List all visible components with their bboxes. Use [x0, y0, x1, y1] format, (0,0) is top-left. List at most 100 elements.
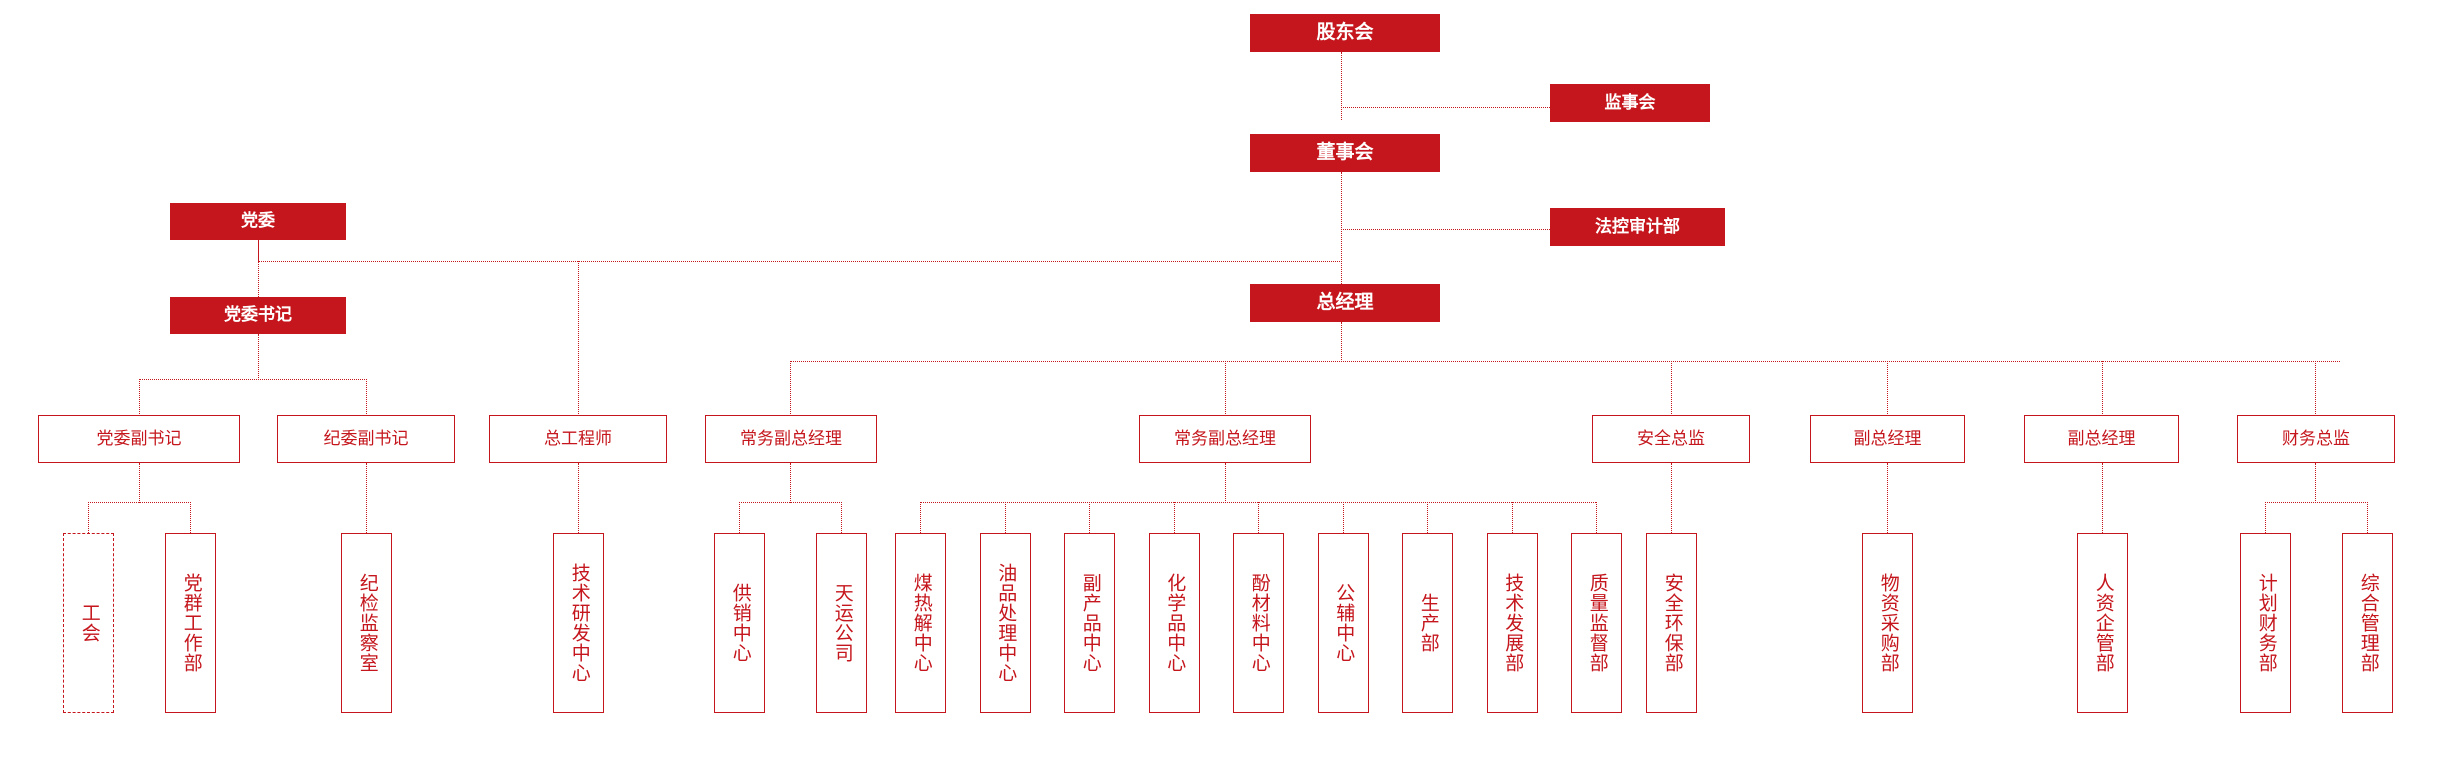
- connector-finance-director-bus: [2265, 502, 2368, 503]
- connector-chief-engineer-to-tech-rnd: [578, 463, 579, 533]
- node-label: 煤热解中心: [910, 573, 932, 673]
- node-label: 总工程师: [544, 428, 612, 448]
- connector-bus-to-byproduct-center: [1089, 502, 1090, 533]
- node-label: 常务副总经理: [740, 428, 842, 448]
- node-oil-processing-center[interactable]: 油品处理中心: [979, 533, 1031, 713]
- connector-bus-to-coal-pyrolysis-center: [920, 502, 921, 533]
- node-label: 纪检监察室: [356, 573, 378, 673]
- node-label: 工会: [78, 603, 100, 643]
- node-label: 物资采购部: [1877, 573, 1899, 673]
- node-supervisory-board[interactable]: 监事会: [1550, 84, 1710, 122]
- connector-gm-to-executive-bus: [1341, 322, 1342, 362]
- node-discipline-deputy-secretary[interactable]: 纪委副书记: [277, 415, 455, 463]
- node-label: 监事会: [1604, 92, 1656, 112]
- connector-bus-to-chemicals-center: [1173, 502, 1175, 533]
- connector-bus-to-party-deputy-secretary: [139, 379, 140, 416]
- node-safety-director[interactable]: 安全总监: [1592, 415, 1750, 463]
- connector-bus-to-discipline-deputy-secretary: [366, 379, 367, 416]
- node-deputy-gm-2[interactable]: 副总经理: [2024, 415, 2179, 463]
- node-label: 常务副总经理: [1174, 428, 1276, 448]
- node-label: 技术发展部: [1502, 573, 1524, 673]
- node-party-deputy-secretary[interactable]: 党委副书记: [38, 415, 240, 463]
- connector-deputy-gm-1-to-dept: [1887, 463, 1888, 533]
- node-label: 党委副书记: [96, 428, 182, 448]
- node-chemicals-center[interactable]: 化学品中心: [1148, 533, 1200, 713]
- connector-exec-deputy-gm-1-drop: [790, 463, 791, 503]
- node-production-dept[interactable]: 生产部: [1402, 533, 1453, 713]
- node-general-management-dept[interactable]: 综合管理部: [2342, 533, 2393, 713]
- connector-bus-to-general-management-dept: [2367, 502, 2368, 533]
- node-phenol-material-center[interactable]: 酚材料中心: [1233, 533, 1284, 713]
- connector-bus-to-labor-union: [88, 502, 89, 533]
- connector-bus-to-safety-director: [1671, 361, 1672, 416]
- node-label: 纪委副书记: [323, 428, 409, 448]
- node-exec-deputy-gm-2[interactable]: 常务副总经理: [1139, 415, 1311, 463]
- node-tech-rnd-center[interactable]: 技术研发中心: [553, 533, 604, 713]
- node-hr-enterprise-mgmt-dept[interactable]: 人资企管部: [2077, 533, 2128, 713]
- node-label: 供销中心: [729, 583, 751, 663]
- node-legal-audit-dept[interactable]: 法控审计部: [1550, 208, 1725, 246]
- connector-party-committee-to-secretary: [258, 240, 259, 297]
- connector-exec-deputy-gm-2-drop: [1225, 463, 1226, 503]
- connector-bus-to-party-mass-work-dept: [190, 502, 191, 533]
- node-deputy-gm-1[interactable]: 副总经理: [1810, 415, 1965, 463]
- node-exec-deputy-gm-1[interactable]: 常务副总经理: [705, 415, 877, 463]
- connector-bus-to-supply-sales-center: [739, 502, 740, 533]
- connector-spine-to-legal-audit: [1341, 229, 1550, 230]
- node-label: 董事会: [1316, 141, 1374, 163]
- node-label: 股东会: [1316, 21, 1374, 43]
- node-label: 综合管理部: [2357, 573, 2379, 673]
- node-party-mass-work-dept[interactable]: 党群工作部: [165, 533, 216, 713]
- node-labor-union[interactable]: 工会: [63, 533, 114, 713]
- node-shareholders-meeting[interactable]: 股东会: [1250, 14, 1440, 52]
- node-quality-supervision-dept[interactable]: 质量监督部: [1571, 533, 1622, 713]
- node-tianyun-company[interactable]: 天运公司: [816, 533, 867, 713]
- node-discipline-inspection-office[interactable]: 纪检监察室: [341, 533, 392, 713]
- node-materials-procurement-dept[interactable]: 物资采购部: [1862, 533, 1913, 713]
- node-label: 副总经理: [2067, 428, 2136, 448]
- connector-bus-to-planning-finance-dept: [2265, 502, 2266, 533]
- node-byproduct-center[interactable]: 副产品中心: [1064, 533, 1115, 713]
- node-label: 安全总监: [1637, 428, 1705, 448]
- node-label: 人资企管部: [2092, 573, 2114, 673]
- node-label: 质量监督部: [1586, 573, 1608, 673]
- node-label: 生产部: [1417, 593, 1439, 653]
- node-tech-development-dept[interactable]: 技术发展部: [1486, 533, 1538, 713]
- node-label: 财务总监: [2282, 428, 2350, 448]
- node-party-secretary[interactable]: 党委书记: [170, 297, 346, 334]
- node-label: 总经理: [1316, 291, 1374, 313]
- connector-deputy-gm-2-to-dept: [2102, 463, 2103, 533]
- node-utilities-center[interactable]: 公辅中心: [1317, 533, 1369, 713]
- connector-bus-to-finance-director: [2315, 361, 2316, 416]
- node-supply-sales-center[interactable]: 供销中心: [714, 533, 765, 713]
- connector-board-to-gm: [1341, 172, 1342, 284]
- node-party-committee[interactable]: 党委: [170, 203, 346, 240]
- node-chief-engineer[interactable]: 总工程师: [489, 415, 667, 463]
- connector-bus-to-chief-engineer: [578, 261, 579, 416]
- connector-bus-to-production-dept: [1427, 502, 1428, 533]
- connector-party-secretary-bus: [139, 379, 367, 380]
- node-label: 党委书记: [224, 305, 292, 325]
- connector-bus-to-exec-deputy-gm-1: [790, 361, 791, 416]
- node-board-of-directors[interactable]: 董事会: [1250, 134, 1440, 172]
- node-label: 天运公司: [831, 583, 853, 663]
- connector-party-deputy-drop: [139, 463, 140, 503]
- node-general-manager[interactable]: 总经理: [1250, 284, 1440, 322]
- node-label: 油品处理中心: [995, 563, 1017, 683]
- node-label: 计划财务部: [2255, 573, 2277, 673]
- node-finance-director[interactable]: 财务总监: [2237, 415, 2395, 463]
- connector-party-deputy-bus: [88, 502, 191, 503]
- node-label: 技术研发中心: [568, 563, 590, 683]
- connector-discipline-deputy-to-office: [366, 463, 367, 533]
- connector-shareholders-to-board: [1341, 52, 1342, 120]
- connector-bus-to-quality-supervision-dept: [1596, 502, 1597, 533]
- node-coal-pyrolysis-center[interactable]: 煤热解中心: [895, 533, 946, 713]
- node-planning-finance-dept[interactable]: 计划财务部: [2240, 533, 2291, 713]
- node-label: 党群工作部: [180, 573, 202, 673]
- connector-exec-deputy-gm-1-bus: [739, 502, 842, 503]
- node-label: 化学品中心: [1164, 573, 1186, 673]
- connector-bus-to-utilities-center: [1342, 502, 1344, 533]
- node-safety-environment-dept[interactable]: 安全环保部: [1646, 533, 1697, 713]
- node-label: 安全环保部: [1661, 573, 1683, 673]
